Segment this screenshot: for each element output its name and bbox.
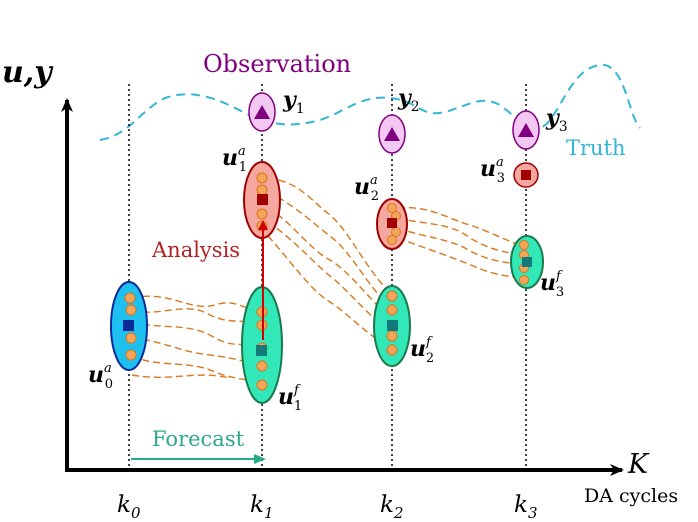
observation-label-y2: y2 xyxy=(397,85,420,115)
truth-curve xyxy=(99,63,641,141)
y-axis-label: u,y xyxy=(2,55,54,90)
forecast-label: Forecast xyxy=(152,427,245,451)
ensemble-members-k0 xyxy=(124,292,137,361)
observation-marker-2 xyxy=(384,127,400,141)
tick-label-k3: k3 xyxy=(514,492,537,522)
observation-label-y1: y1 xyxy=(282,87,305,117)
observation-title: Observation xyxy=(203,50,351,78)
analysis-mean-marker-k2 xyxy=(387,218,397,228)
tick-label-k2: k2 xyxy=(380,492,403,522)
tick-label-k1: k1 xyxy=(250,492,273,522)
analysis-mean-marker-k3 xyxy=(521,170,531,180)
x-axis-caption: DA cycles xyxy=(584,485,678,507)
forecast-mean-marker-k1 xyxy=(256,345,267,356)
forecast-mean-marker-k3 xyxy=(522,257,532,267)
ensemble-members-k2-forecast xyxy=(386,290,398,356)
analysis-mean-marker-k0 xyxy=(123,320,134,331)
x-axis-label: K xyxy=(627,449,650,480)
tick-label-k0: k0 xyxy=(117,492,141,522)
analysis-label: Analysis xyxy=(151,238,240,262)
observation-label-y3: y3 xyxy=(545,105,568,135)
observation-marker-1 xyxy=(254,105,270,119)
observation-marker-3 xyxy=(518,123,534,137)
ensemble-trajectories xyxy=(131,177,521,386)
forecast-mean-marker-k2 xyxy=(387,320,398,331)
truth-label: Truth xyxy=(566,136,626,160)
analysis-mean-marker-k1 xyxy=(257,194,268,205)
